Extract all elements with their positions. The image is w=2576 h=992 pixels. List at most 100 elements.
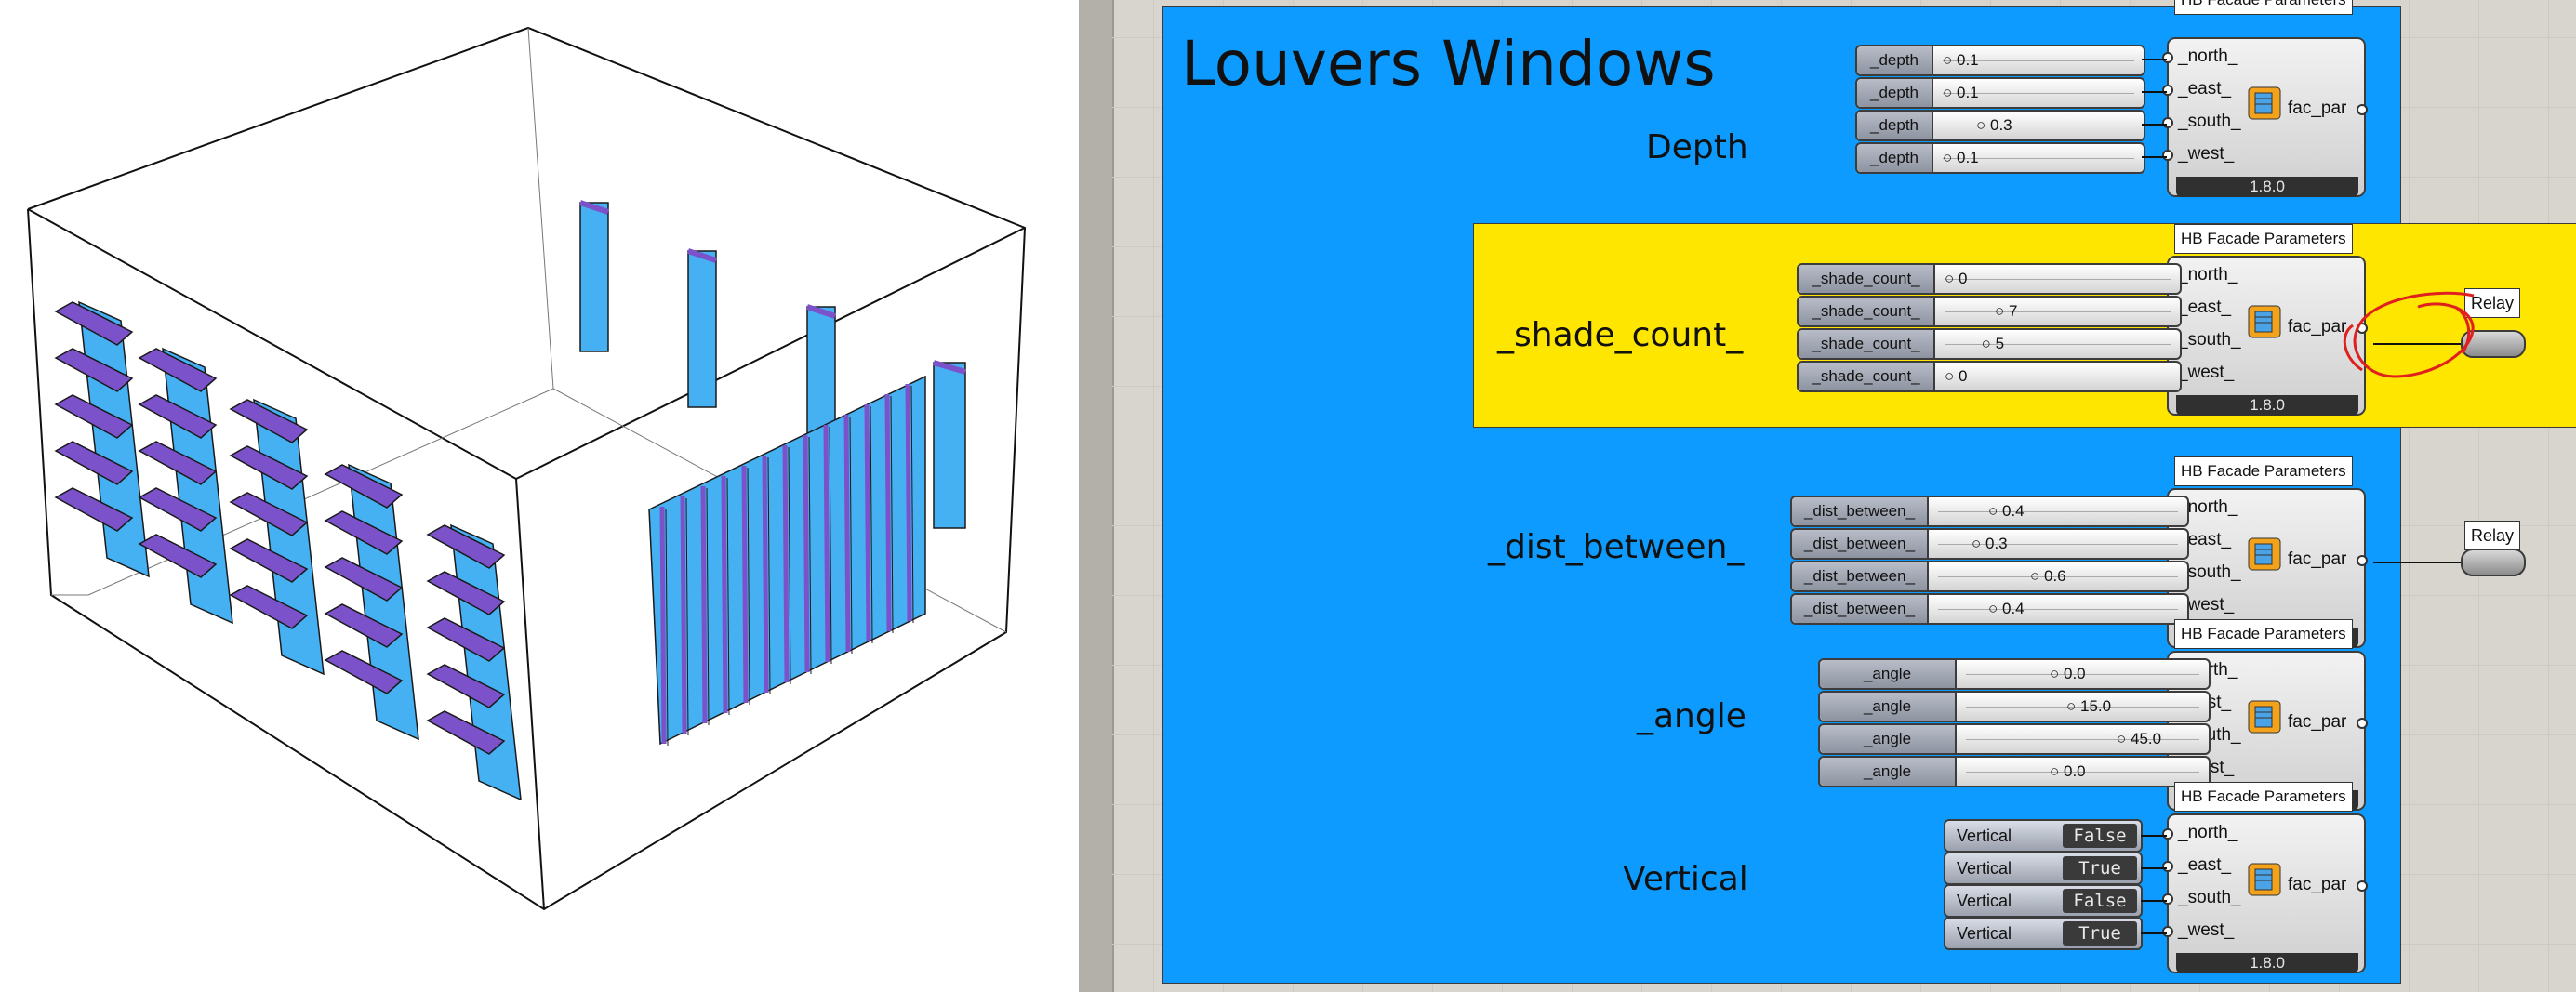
- input-port-0[interactable]: _north_: [2178, 823, 2238, 842]
- input-port-3[interactable]: _west_: [2178, 363, 2235, 382]
- number-slider[interactable]: _angle○ 0.0: [1818, 658, 2211, 690]
- rhino-viewport[interactable]: [0, 0, 1079, 992]
- input-port-dot[interactable]: [2162, 861, 2173, 872]
- slider-track[interactable]: ○ 0.1: [1933, 46, 2144, 74]
- input-port-2[interactable]: _south_: [2178, 562, 2241, 582]
- canvas-scrollbar[interactable]: [1079, 0, 1114, 992]
- slider-track[interactable]: ○ 0.0: [1957, 758, 2209, 786]
- slider-grip[interactable]: ○ 0.1: [1943, 150, 1979, 165]
- input-port-dot[interactable]: [2162, 150, 2173, 161]
- slider-track[interactable]: ○ 0: [1935, 265, 2180, 293]
- input-port-3[interactable]: _west_: [2178, 920, 2235, 940]
- louver-blade: [426, 571, 506, 615]
- input-port-2[interactable]: _south_: [2178, 888, 2241, 907]
- input-port-dot[interactable]: [2162, 828, 2173, 840]
- wire: [2142, 156, 2167, 158]
- input-port-0[interactable]: _north_: [2178, 46, 2238, 66]
- input-port-2[interactable]: _south_: [2178, 330, 2241, 350]
- input-port-dot[interactable]: [2162, 893, 2173, 905]
- slider-grip[interactable]: ○ 0.3: [1976, 117, 2012, 133]
- slider-grip[interactable]: ○ 0.3: [1972, 536, 2008, 551]
- input-port-2[interactable]: _south_: [2178, 112, 2241, 131]
- input-port-3[interactable]: _west_: [2178, 595, 2235, 615]
- honeybee-icon: [2247, 86, 2282, 121]
- slider-grip[interactable]: ○ 0.6: [2030, 568, 2066, 584]
- slider-track[interactable]: ○ 45.0: [1957, 725, 2209, 753]
- slider-track[interactable]: ○ 0.1: [1933, 144, 2144, 172]
- number-slider[interactable]: _angle○ 0.0: [1818, 756, 2211, 787]
- vertical-fin: [680, 496, 687, 734]
- toggle-value[interactable]: True: [2063, 921, 2137, 946]
- slider-grip[interactable]: ○ 0.0: [2050, 666, 2086, 681]
- slider-grip[interactable]: ○ 0: [1945, 271, 1967, 286]
- toggle-value[interactable]: False: [2063, 889, 2137, 913]
- slider-track[interactable]: ○ 0.4: [1929, 595, 2187, 623]
- slider-grip[interactable]: ○ 0.4: [1988, 503, 2025, 519]
- input-port-1[interactable]: _east_: [2178, 298, 2232, 317]
- slider-name: _depth: [1857, 112, 1933, 139]
- slider-grip[interactable]: ○ 0.1: [1943, 85, 1979, 100]
- toggle-value[interactable]: True: [2063, 856, 2137, 880]
- slider-track[interactable]: ○ 0: [1935, 363, 2180, 390]
- number-slider[interactable]: _angle○ 45.0: [1818, 723, 2211, 755]
- input-port-dot[interactable]: [2162, 52, 2173, 63]
- slider-track[interactable]: ○ 7: [1935, 298, 2180, 325]
- slider-grip[interactable]: ○ 15.0: [2066, 698, 2111, 714]
- input-port-dot[interactable]: [2162, 117, 2173, 128]
- slider-track[interactable]: ○ 5: [1935, 330, 2180, 358]
- input-port-0[interactable]: _north_: [2178, 265, 2238, 284]
- input-port-1[interactable]: _east_: [2178, 530, 2232, 549]
- slider-grip[interactable]: ○ 5: [1982, 336, 2004, 351]
- number-slider[interactable]: _dist_between_○ 0.3: [1790, 528, 2189, 560]
- number-slider[interactable]: _depth ○ 0.3: [1855, 110, 2145, 141]
- number-slider[interactable]: _angle○ 15.0: [1818, 691, 2211, 722]
- input-port-dot[interactable]: [2162, 926, 2173, 937]
- output-port-dot[interactable]: [2357, 555, 2368, 566]
- number-slider[interactable]: _shade_count_○ 0: [1797, 361, 2182, 392]
- slider-track[interactable]: ○ 0.6: [1929, 562, 2187, 590]
- number-slider[interactable]: _dist_between_○ 0.4: [1790, 593, 2189, 625]
- slider-grip[interactable]: ○ 0.1: [1943, 52, 1979, 68]
- slider-track[interactable]: ○ 0.3: [1929, 530, 2187, 558]
- slider-track[interactable]: ○ 15.0: [1957, 693, 2209, 721]
- number-slider[interactable]: _shade_count_○ 0: [1797, 263, 2182, 295]
- slider-grip[interactable]: ○ 45.0: [2117, 731, 2161, 747]
- slider-track[interactable]: ○ 0.1: [1933, 79, 2144, 107]
- output-port-dot[interactable]: [2357, 880, 2368, 892]
- slider-track[interactable]: ○ 0.4: [1929, 497, 2187, 525]
- slider-track[interactable]: ○ 0.3: [1933, 112, 2144, 139]
- component-tag: HB Facade Parameters: [2174, 456, 2353, 486]
- input-port-1[interactable]: _east_: [2178, 79, 2232, 99]
- slider-grip[interactable]: ○ 0: [1945, 368, 1967, 384]
- relay-label: Relay: [2464, 521, 2521, 550]
- number-slider[interactable]: _shade_count_○ 5: [1797, 328, 2182, 360]
- number-slider[interactable]: _dist_between_○ 0.4: [1790, 496, 2189, 527]
- slider-rail: [1966, 674, 2199, 675]
- toggle-value[interactable]: False: [2063, 824, 2137, 848]
- slider-grip[interactable]: ○ 7: [1995, 303, 2017, 319]
- input-port-dot[interactable]: [2162, 85, 2173, 96]
- group-label-1: _shade_count_: [1497, 316, 1744, 354]
- number-slider[interactable]: _depth○ 0.1: [1855, 142, 2145, 174]
- input-port-1[interactable]: _east_: [2178, 855, 2232, 875]
- slider-grip[interactable]: ○ 0.4: [1988, 601, 2025, 616]
- number-slider[interactable]: _dist_between_○ 0.6: [1790, 561, 2189, 592]
- input-port-0[interactable]: _north_: [2178, 497, 2238, 517]
- number-slider[interactable]: _depth○ 0.1: [1855, 77, 2145, 109]
- relay-node[interactable]: [2461, 549, 2526, 576]
- slider-grip[interactable]: ○ 0.0: [2050, 763, 2086, 779]
- output-port-dot[interactable]: [2357, 104, 2368, 115]
- number-slider[interactable]: _shade_count_○ 7: [1797, 296, 2182, 327]
- slider-track[interactable]: ○ 0.0: [1957, 660, 2209, 688]
- input-port-3[interactable]: _west_: [2178, 144, 2235, 164]
- group-label-0: Depth: [1646, 128, 1748, 166]
- number-slider[interactable]: _depth○ 0.1: [1855, 45, 2145, 76]
- output-port-dot[interactable]: [2357, 718, 2368, 729]
